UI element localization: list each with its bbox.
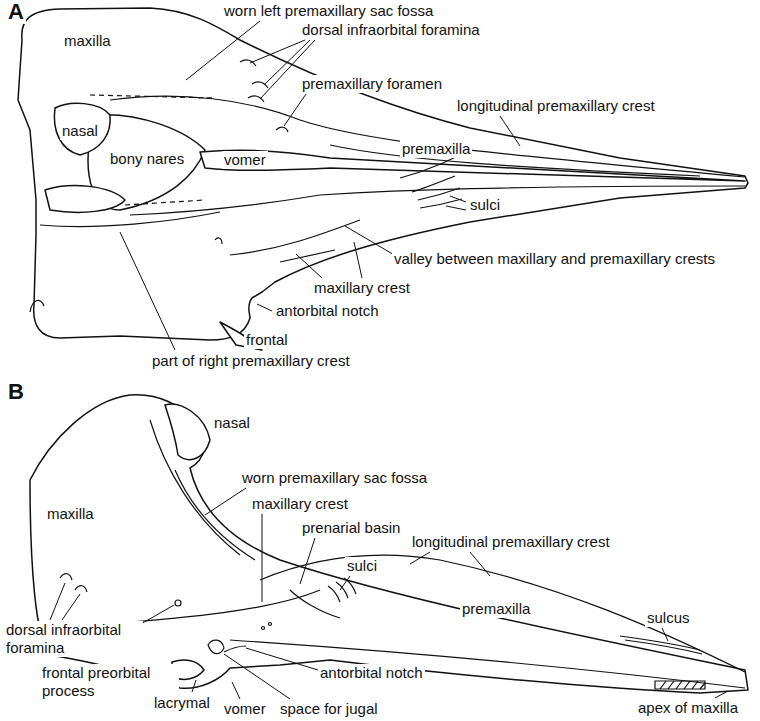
- leader-line: [224, 654, 290, 699]
- leader-line: [262, 514, 263, 602]
- leader-line: [232, 682, 240, 699]
- leader-line: [446, 206, 466, 210]
- bone-sutures-a: [40, 212, 220, 227]
- part-label: vomer: [222, 700, 268, 718]
- bone-sutures-a: [418, 188, 460, 200]
- part-label: longitudinal premaxillary crest: [410, 533, 612, 551]
- part-label: valley between maxillary and premaxillar…: [392, 250, 717, 268]
- part-label: sulci: [345, 557, 379, 575]
- leader-line: [246, 648, 318, 670]
- bone-sutures-a: [276, 127, 288, 132]
- bone-sutures-a: [280, 250, 335, 262]
- skull-outline-a: [54, 103, 110, 155]
- leader-line: [284, 94, 306, 126]
- bone-sutures-a: [420, 199, 462, 208]
- leader-line: [715, 691, 728, 698]
- bone-sutures-a: [30, 300, 44, 312]
- part-label: premaxillary foramen: [300, 75, 444, 93]
- bone-sutures-b: [660, 681, 705, 689]
- part-label: maxilla: [45, 505, 96, 523]
- bone-sutures-b: [224, 646, 246, 652]
- part-label: antorbital notch: [274, 302, 381, 320]
- panel-letter: A: [6, 0, 26, 24]
- part-label: prenarial basin: [300, 519, 402, 537]
- bone-sutures-b: [620, 636, 700, 650]
- part-label: dorsal infraorbital foramina: [300, 21, 482, 39]
- part-label: antorbital notch: [318, 664, 425, 682]
- part-label: premaxilla: [460, 600, 532, 618]
- part-label: apex of maxilla: [636, 699, 740, 717]
- bone-sutures-a: [110, 96, 745, 177]
- bone-sutures-b: [328, 586, 340, 602]
- part-label: maxilla: [62, 32, 113, 50]
- leader-line: [296, 254, 322, 278]
- part-label: premaxilla: [400, 140, 472, 158]
- bone-sutures-a: [90, 95, 215, 98]
- part-label: dorsal infraorbital foramina: [4, 621, 143, 657]
- bone-sutures-b: [290, 590, 340, 618]
- leader-line: [470, 552, 490, 576]
- leader-line: [662, 628, 668, 641]
- skull-outline-a: [18, 8, 748, 340]
- leader-line: [500, 116, 520, 146]
- bone-sutures-b: [655, 681, 705, 689]
- bone-sutures-a: [240, 60, 256, 66]
- panel-letter: B: [6, 380, 26, 404]
- bone-sutures-b: [60, 574, 72, 580]
- leader-line: [410, 552, 430, 564]
- bone-sutures-b: [260, 555, 745, 672]
- bone-sutures-a: [130, 186, 745, 215]
- part-label: nasal: [60, 122, 100, 140]
- bone-sutures-b: [75, 586, 87, 592]
- part-label: worn left premaxillary sac fossa: [222, 2, 435, 20]
- leader-line: [205, 488, 246, 515]
- part-label: maxillary crest: [250, 495, 350, 513]
- part-label: lacrymal: [152, 694, 212, 712]
- part-label: bony nares: [108, 150, 186, 168]
- bone-sutures-b: [262, 627, 265, 630]
- bone-sutures-b: [208, 640, 224, 654]
- leader-line: [62, 594, 80, 620]
- part-label: part of right premaxillary crest: [150, 352, 352, 370]
- leader-line: [300, 538, 315, 584]
- bone-sutures-b: [336, 582, 348, 598]
- part-label: worn premaxillary sac fossa: [240, 469, 429, 487]
- bone-sutures-b: [175, 600, 181, 606]
- leader-line: [50, 583, 65, 620]
- part-label: sulcus: [645, 609, 692, 627]
- bone-sutures-a: [30, 60, 745, 312]
- skull-outline-a: [45, 186, 125, 213]
- bone-sutures-a: [412, 176, 455, 192]
- skull-outline-a: [200, 150, 745, 181]
- bone-sutures-b: [60, 420, 745, 689]
- bone-sutures-b: [625, 640, 702, 654]
- part-label: sulci: [468, 196, 502, 214]
- bone-sutures-a: [125, 200, 205, 205]
- part-label: vomer: [222, 151, 268, 169]
- bone-sutures-b: [150, 420, 240, 555]
- part-label: nasal: [212, 414, 252, 432]
- skull-outline-a: [18, 8, 748, 350]
- skull-outline-b: [165, 404, 210, 460]
- leader-line: [345, 226, 396, 256]
- bone-sutures-b: [230, 640, 745, 688]
- bone-sutures-a: [230, 220, 360, 255]
- leader-line: [186, 21, 260, 80]
- bone-sutures-a: [330, 145, 700, 176]
- leader-line: [120, 232, 175, 350]
- leader-line: [257, 304, 272, 311]
- bone-sutures-b: [344, 578, 356, 594]
- bone-sutures-b: [269, 623, 272, 626]
- leader-line: [192, 680, 196, 692]
- part-label: space for jugal: [278, 700, 380, 718]
- part-label: frontal: [244, 331, 290, 349]
- bone-sutures-a: [215, 238, 222, 244]
- leader-line: [354, 242, 362, 278]
- part-label: longitudinal premaxillary crest: [455, 97, 657, 115]
- leader-line: [340, 576, 350, 590]
- leader-line: [450, 196, 466, 202]
- part-label: maxillary crest: [312, 279, 412, 297]
- leader-line: [50, 21, 728, 699]
